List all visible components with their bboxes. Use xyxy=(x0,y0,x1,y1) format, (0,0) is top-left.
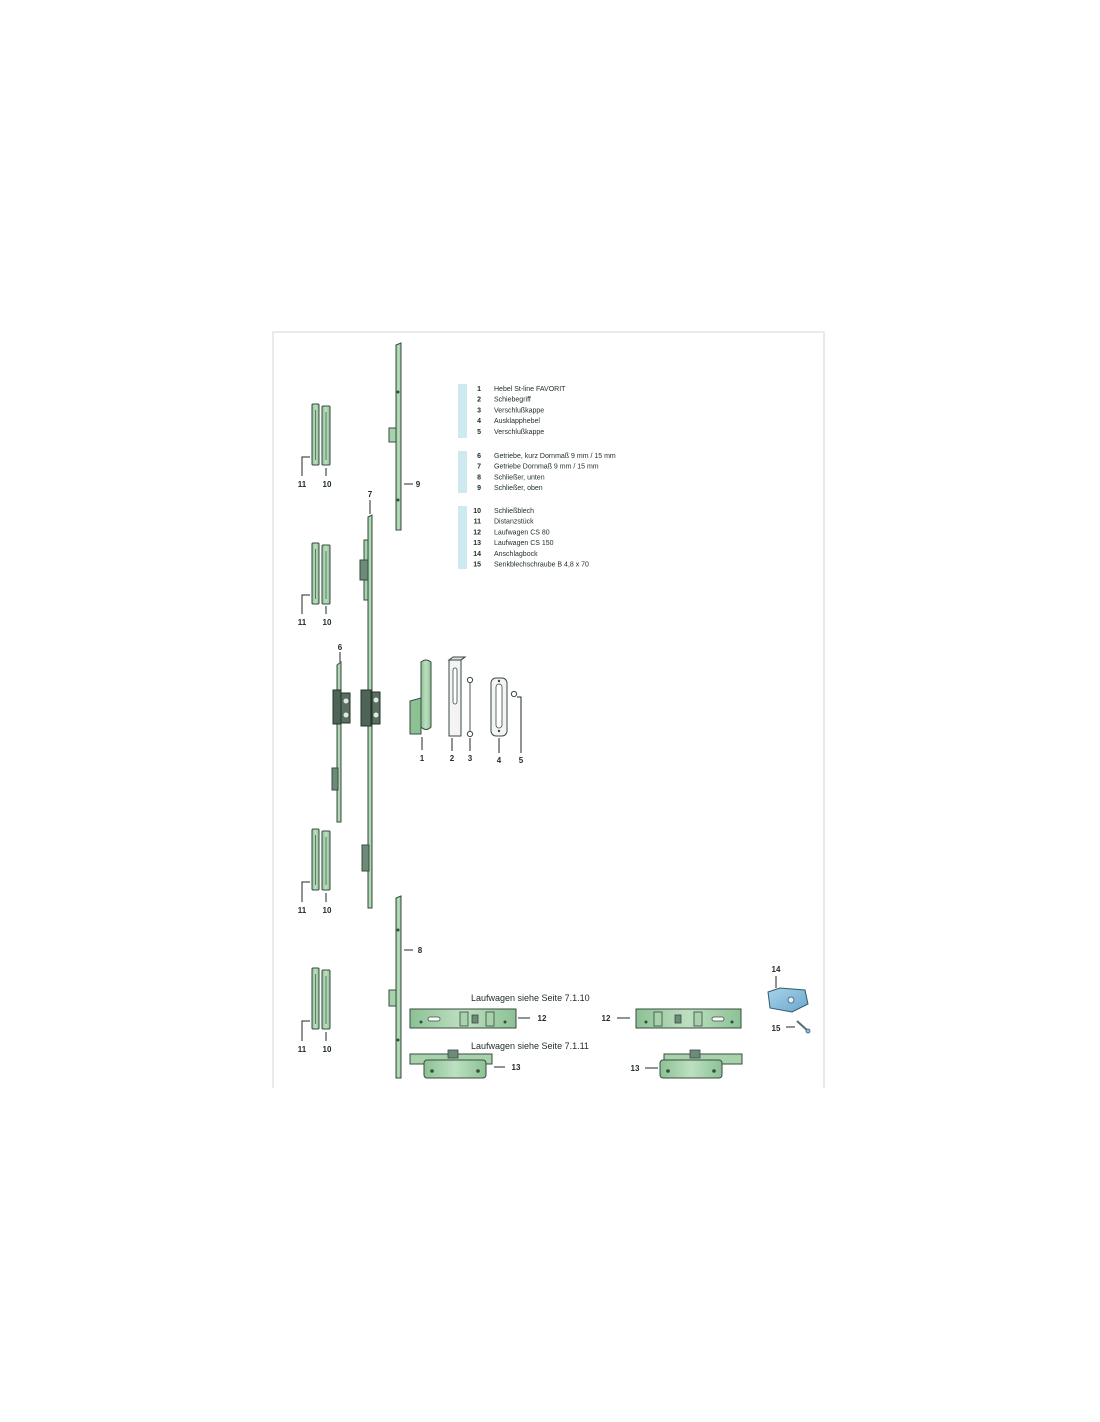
label-10-a: 10 xyxy=(323,480,332,489)
label-13-right: 13 xyxy=(631,1064,640,1073)
legend-number: 11 xyxy=(474,519,482,526)
legend-text: Senkblechschraube B 4,8 x 70 xyxy=(494,562,589,569)
part-13-carriage-cs150-left xyxy=(409,1049,505,1079)
part-7-gear-long xyxy=(359,500,381,909)
note-cs150: Laufwagen siehe Seite 7.1.11 xyxy=(471,1041,589,1051)
legend-number: 4 xyxy=(477,418,481,425)
legend-number: 7 xyxy=(477,464,481,471)
legend-text: Laufwagen CS 80 xyxy=(494,529,550,536)
legend-number: 10 xyxy=(473,508,481,515)
legend-text: Schließer, oben xyxy=(494,485,543,492)
legend-text: Laufwagen CS 150 xyxy=(494,540,554,547)
label-11-b: 11 xyxy=(298,618,307,627)
strike-plate-set-1 xyxy=(301,403,331,476)
parts-legend xyxy=(458,384,467,569)
legend-text: Ausklapphebel xyxy=(494,418,540,425)
part-4-foldout-lever xyxy=(490,677,508,753)
strike-plate-set-3 xyxy=(301,828,331,902)
legend-text: Distanzstück xyxy=(494,519,534,526)
label-1: 1 xyxy=(420,754,425,763)
page-frame xyxy=(272,331,825,1088)
part-13-carriage-cs150-right xyxy=(645,1049,743,1079)
legend-number: 6 xyxy=(477,453,481,460)
legend-number: 9 xyxy=(477,485,481,492)
legend-text: Schließblech xyxy=(494,508,534,515)
part-14-stop-block xyxy=(767,976,809,1013)
legend-bar-2 xyxy=(458,451,467,493)
legend-number: 3 xyxy=(477,407,481,414)
part-2-slide-grip xyxy=(447,656,467,751)
legend-number: 15 xyxy=(473,562,481,569)
legend-bar-3 xyxy=(458,506,467,569)
label-13-left: 13 xyxy=(512,1063,521,1072)
legend-bar-1 xyxy=(458,384,467,438)
legend-number: 12 xyxy=(473,529,481,536)
label-10-c: 10 xyxy=(323,906,332,915)
legend-number: 13 xyxy=(473,540,481,547)
legend-number: 14 xyxy=(473,551,481,558)
legend-text: Hebel St-line FAVORIT xyxy=(494,386,566,393)
part-12-carriage-cs80-right xyxy=(617,1008,742,1029)
label-5: 5 xyxy=(519,756,524,765)
legend-text: Verschlußkappe xyxy=(494,429,544,436)
label-14: 14 xyxy=(772,965,781,974)
legend-text: Getriebe, kurz Dornmaß 9 mm / 15 mm xyxy=(494,453,616,460)
legend-number: 1 xyxy=(477,386,481,393)
part-8-strike-bottom xyxy=(388,895,413,1079)
legend-text: Schließer, unten xyxy=(494,474,545,481)
part-1-handle xyxy=(409,659,432,750)
label-11-d: 11 xyxy=(298,1045,307,1054)
strike-plate-set-4 xyxy=(301,967,331,1041)
legend-text: Getriebe Dornmaß 9 mm / 15 mm xyxy=(494,464,599,471)
legend-text: Anschlagbock xyxy=(494,551,538,558)
legend-number: 5 xyxy=(477,429,481,436)
note-cs80: Laufwagen siehe Seite 7.1.10 xyxy=(471,993,590,1003)
label-9: 9 xyxy=(416,480,421,489)
label-8: 8 xyxy=(418,946,423,955)
label-10-b: 10 xyxy=(323,618,332,627)
label-11-c: 11 xyxy=(298,906,307,915)
label-10-d: 10 xyxy=(323,1045,332,1054)
legend-number: 2 xyxy=(477,397,481,404)
part-5-cap xyxy=(510,690,522,753)
part-12-carriage-cs80-left xyxy=(409,1008,530,1029)
label-12-left: 12 xyxy=(538,1014,547,1023)
label-7: 7 xyxy=(368,490,373,499)
label-12-right: 12 xyxy=(602,1014,611,1023)
label-3: 3 xyxy=(468,754,473,763)
part-9-strike-top xyxy=(388,342,413,531)
legend-number: 8 xyxy=(477,474,481,481)
legend-text: Verschlußkappe xyxy=(494,407,544,414)
label-6: 6 xyxy=(338,643,343,652)
part-15-screw xyxy=(786,1020,811,1034)
label-15: 15 xyxy=(772,1024,781,1033)
part-3-cap xyxy=(466,676,474,751)
label-2: 2 xyxy=(450,754,455,763)
legend-text: Schiebegriff xyxy=(494,397,531,404)
label-11-a: 11 xyxy=(298,480,307,489)
label-4: 4 xyxy=(497,756,502,765)
strike-plate-set-2 xyxy=(301,542,331,614)
part-6-gear-short xyxy=(331,652,351,823)
